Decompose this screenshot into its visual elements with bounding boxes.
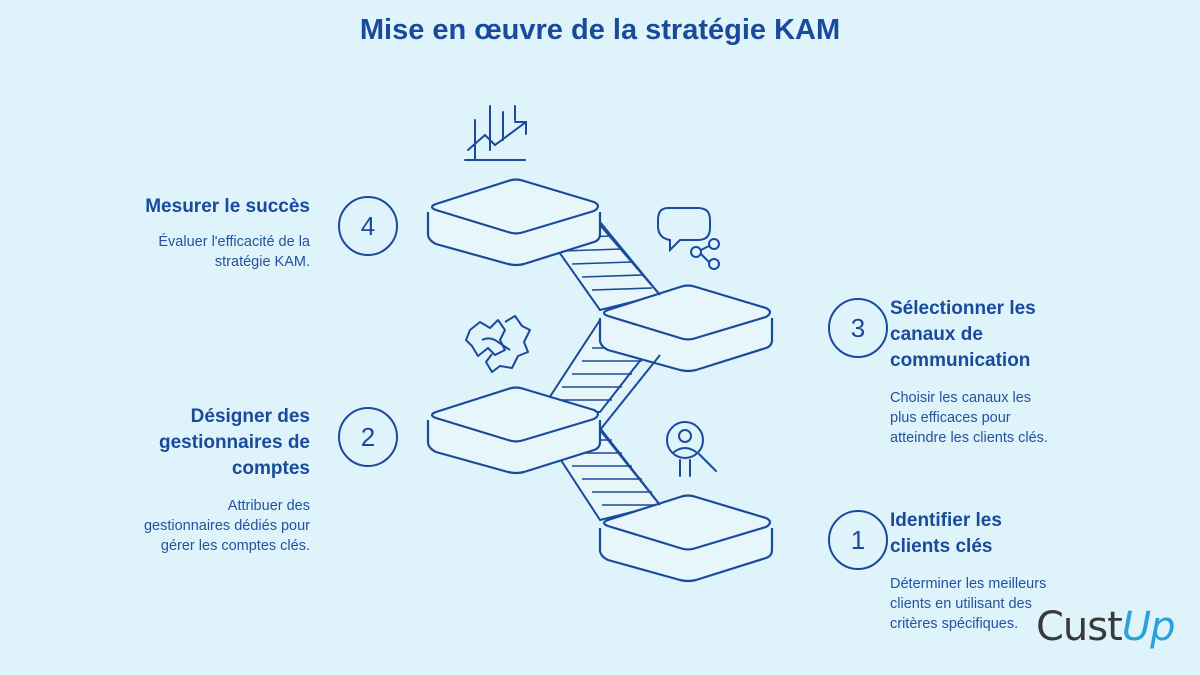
step-1-title: Identifier les clients clés (890, 508, 1150, 560)
growth-chart-icon (464, 105, 527, 161)
step-4-desc-line: stratégie KAM. (214, 254, 310, 270)
step-2-title: Désigner des gestionnaires de comptes (60, 404, 310, 482)
handshake-icon (465, 315, 531, 373)
step-1-number: 1 (828, 510, 888, 570)
step-4-desc-line: Évaluer l'efficacité de la (158, 234, 310, 250)
step-3-desc-line: atteindre les clients clés. (890, 430, 1048, 446)
step-2-description: Attribuer des gestionnaires dédiés pour … (60, 496, 310, 556)
step-3-title: Sélectionner les canaux de communication (890, 296, 1150, 374)
step-2-title-line: Désigner des (190, 406, 310, 427)
step-4-number: 4 (338, 196, 398, 256)
step-3-title-line: canaux de (890, 324, 983, 345)
step-1-desc-line: critères spécifiques. (890, 616, 1019, 632)
platform-4 (430, 178, 600, 235)
platform-1 (602, 494, 772, 551)
step-2-desc-line: Attribuer des (227, 498, 310, 514)
step-1-desc-line: Déterminer les meilleurs (890, 576, 1047, 592)
person-magnifier-icon (666, 421, 717, 477)
step-3-title-line: communication (890, 350, 1031, 371)
step-1-desc-line: clients en utilisant des (890, 596, 1032, 612)
chat-share-icon (657, 207, 720, 270)
step-3-number: 3 (828, 298, 888, 358)
step-3-desc-line: plus efficaces pour (890, 410, 1011, 426)
step-2-desc-line: gestionnaires dédiés pour (143, 518, 310, 534)
step-3-title-line: Sélectionner les (890, 298, 1036, 319)
custup-logo: CustUp (1036, 604, 1176, 650)
page-title: Mise en œuvre de la stratégie KAM (359, 14, 841, 46)
step-1-title-line: clients clés (890, 536, 993, 557)
step-2-title-line: comptes (231, 458, 310, 479)
logo-text-up: Up (1121, 604, 1176, 650)
step-4-title-line: Mesurer le succès (145, 196, 310, 217)
platform-2 (430, 386, 600, 443)
step-3-desc-line: Choisir les canaux les (890, 390, 1032, 406)
step-4-title: Mesurer le succès (60, 194, 310, 220)
step-2-title-line: gestionnaires de (159, 432, 310, 453)
step-3-description: Choisir les canaux les plus efficaces po… (890, 388, 1150, 448)
step-1-title-line: Identifier les (890, 510, 1002, 531)
step-4-description: Évaluer l'efficacité de la stratégie KAM… (60, 232, 310, 272)
step-2-number: 2 (338, 407, 398, 467)
logo-text-cust: Cust (1036, 604, 1123, 650)
step-2-desc-line: gérer les comptes clés. (160, 538, 310, 554)
step-1-description: Déterminer les meilleurs clients en util… (890, 574, 1090, 634)
platform-3 (602, 284, 772, 341)
